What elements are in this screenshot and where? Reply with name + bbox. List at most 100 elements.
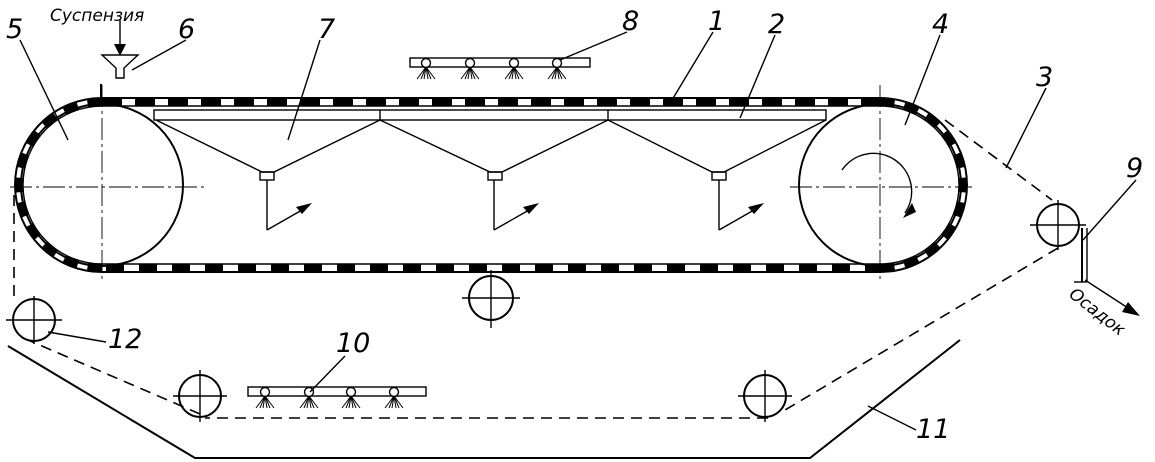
spray-nozzle-icon (416, 57, 436, 80)
spray-nozzle-icon (504, 57, 524, 80)
label-7: 7 (318, 14, 335, 45)
belt-segment (828, 98, 848, 106)
belt-segment (861, 98, 880, 106)
suspension-feed-hopper (100, 20, 140, 102)
rotation-arrow-icon (841, 152, 913, 214)
label-2: 2 (768, 9, 785, 40)
belt-segment (201, 98, 221, 106)
belt-segment (597, 98, 617, 106)
belt-segment (941, 223, 957, 240)
belt-segment (924, 241, 941, 258)
belt-segment (634, 264, 652, 272)
belt-segment (337, 264, 355, 272)
guide-roller-right (738, 370, 792, 422)
spray-nozzle-icon (255, 386, 275, 409)
belt-segment (498, 98, 518, 106)
sediment-label: Осадок (1065, 284, 1130, 341)
belt-segment (924, 112, 941, 129)
spray-nozzle-icon (384, 386, 404, 409)
funnel-outlet-1 (259, 171, 312, 231)
belt-segment (25, 130, 41, 147)
belt-segment (799, 264, 817, 272)
discharge-roller (1030, 200, 1086, 250)
spray-manifold-top (409, 57, 591, 80)
belt-segment (762, 98, 782, 106)
label-9: 9 (1126, 153, 1143, 184)
spray-nozzle-icon (460, 57, 480, 80)
vacuum-chamber (153, 109, 827, 121)
funnel-outlet-3 (711, 171, 764, 231)
belt-segment (502, 264, 520, 272)
belt-segment (41, 112, 58, 129)
vacuum-funnels (155, 119, 827, 231)
belt-segment (568, 264, 586, 272)
label-12: 12 (108, 324, 142, 355)
label-10: 10 (336, 328, 370, 359)
suspension-label: Суспензия (50, 6, 144, 26)
belt-segment (135, 98, 155, 106)
belt-segment (366, 98, 386, 106)
belt-segment (535, 264, 553, 272)
filter-belt (14, 97, 968, 273)
belt-segment (102, 98, 122, 106)
belt-segment (106, 264, 124, 272)
belt-segment (663, 98, 683, 106)
label-6: 6 (178, 14, 195, 45)
drive-drum-left (10, 85, 208, 280)
belt-segment (531, 98, 551, 106)
belt-segment (795, 98, 815, 106)
belt-segment (333, 98, 353, 106)
label-5: 5 (6, 14, 23, 45)
belt-segment (25, 223, 41, 240)
guide-roller-left (173, 370, 227, 422)
spray-manifold-bottom (247, 386, 427, 409)
wash-water-tray (7, 339, 961, 459)
belt-segment (564, 98, 584, 106)
belt-segment (370, 264, 388, 272)
belt-segment (403, 264, 421, 272)
belt-segment (469, 264, 487, 272)
belt-segment (630, 98, 650, 106)
belt-segment (832, 264, 850, 272)
sediment-arrow-icon (1122, 302, 1140, 316)
belt-segment (205, 264, 223, 272)
belt-segment (271, 264, 289, 272)
label-4: 4 (932, 9, 949, 40)
belt-outer-contour (14, 97, 968, 273)
label-8: 8 (622, 6, 639, 37)
belt-segment (667, 264, 685, 272)
spray-nozzle-icon (547, 57, 567, 80)
belt-segment (399, 98, 419, 106)
belt-segment (436, 264, 454, 272)
belt-segments (14, 98, 967, 272)
belt-segment (865, 264, 883, 272)
sediment-arrow (1084, 279, 1140, 316)
belt-segment (234, 98, 254, 106)
belt-segment (304, 264, 322, 272)
belt-segment (733, 264, 751, 272)
belt-segment (700, 264, 718, 272)
belt-segment (168, 98, 188, 106)
funnel-outlet-2 (487, 171, 539, 231)
belt-segment (172, 264, 190, 272)
belt-segment (766, 264, 784, 272)
spray-nozzle-icon (299, 386, 319, 409)
label-3: 3 (1036, 62, 1053, 93)
returning-cloth (13, 119, 1059, 419)
belt-inner-contour (22, 105, 960, 265)
belt-segment (41, 241, 58, 258)
belt-segment (432, 98, 452, 106)
belt-segment (465, 98, 485, 106)
leader-lines (19, 31, 1137, 431)
rotation-arrowhead-icon (903, 203, 916, 218)
belt-segment (696, 98, 716, 106)
belt-segment (267, 98, 287, 106)
label-1: 1 (708, 6, 725, 37)
drive-drum-right (790, 85, 972, 280)
belt-segment (729, 98, 749, 106)
belt-segment (601, 264, 619, 272)
label-11: 11 (916, 414, 950, 445)
belt-segment (941, 130, 957, 147)
tension-roller-left (6, 296, 62, 344)
